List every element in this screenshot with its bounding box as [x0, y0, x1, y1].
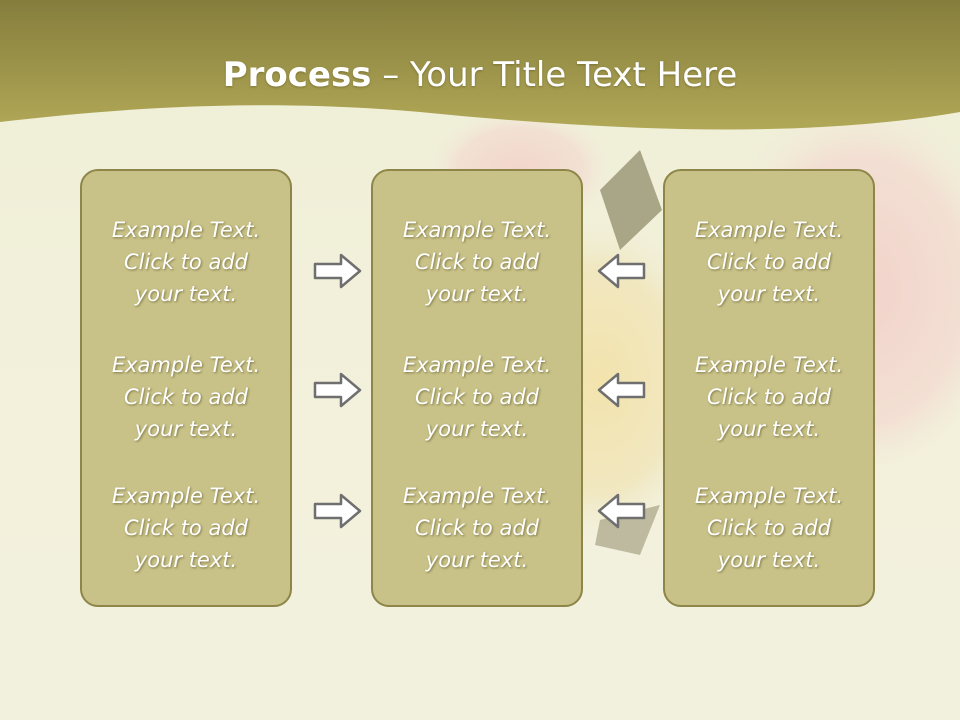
- process-box-right[interactable]: Example Text. Click to add your text. Ex…: [663, 169, 875, 607]
- left-arrow-icon: [597, 372, 646, 408]
- left-arrow-icon: [597, 253, 646, 289]
- process-box-left[interactable]: Example Text. Click to add your text. Ex…: [80, 169, 292, 607]
- right-arrow-icon: [313, 253, 362, 289]
- process-box-center[interactable]: Example Text. Click to add your text. Ex…: [371, 169, 583, 607]
- box-text[interactable]: Example Text. Click to add your text.: [111, 484, 261, 572]
- box-text[interactable]: Example Text. Click to add your text.: [694, 484, 844, 572]
- header-band: [0, 0, 960, 130]
- right-arrow-icon: [313, 372, 362, 408]
- right-arrow-icon: [313, 493, 362, 529]
- box-text[interactable]: Example Text. Click to add your text.: [694, 218, 844, 306]
- left-arrow-icon: [597, 493, 646, 529]
- slide-title[interactable]: Process – Your Title Text Here: [0, 54, 960, 96]
- title-rest-part: – Your Title Text Here: [371, 55, 738, 95]
- box-text[interactable]: Example Text. Click to add your text.: [402, 218, 552, 306]
- box-text[interactable]: Example Text. Click to add your text.: [111, 353, 261, 441]
- box-text[interactable]: Example Text. Click to add your text.: [111, 218, 261, 306]
- box-text[interactable]: Example Text. Click to add your text.: [694, 353, 844, 441]
- box-text[interactable]: Example Text. Click to add your text.: [402, 484, 552, 572]
- box-text[interactable]: Example Text. Click to add your text.: [402, 353, 552, 441]
- title-bold-part: Process: [222, 55, 372, 95]
